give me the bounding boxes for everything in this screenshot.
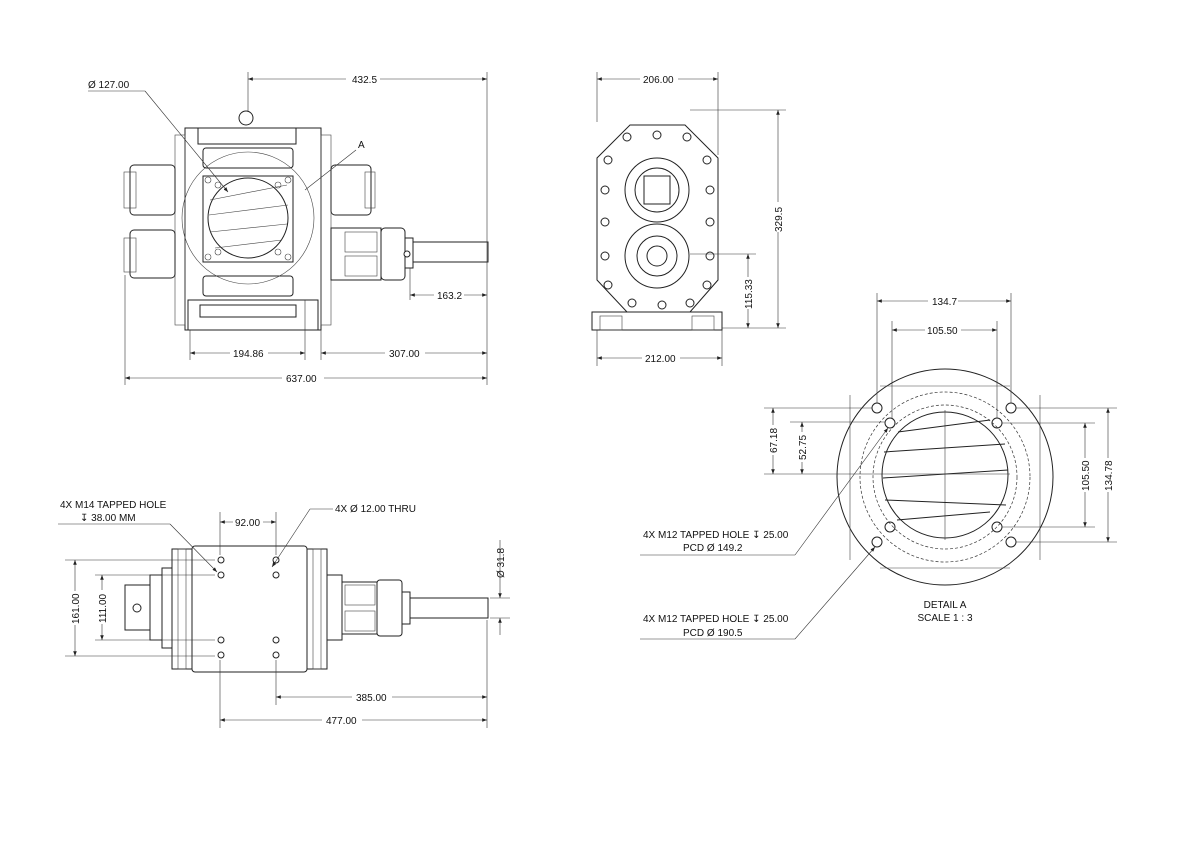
note-m12-pcd149-line1: 4X M12 TAPPED HOLE ↧ 25.00 [643, 530, 789, 541]
dim-115-33: 115.33 [744, 279, 755, 309]
bottom-view: 4X M14 TAPPED HOLE ↧ 38.00 MM 4X Ø 12.00… [58, 500, 510, 728]
dim-163-2: 163.2 [437, 291, 462, 302]
dim-134-7: 134.7 [932, 297, 957, 308]
dim-329-5: 329.5 [774, 207, 785, 232]
dim-67-18: 67.18 [769, 428, 780, 453]
dim-105-50-vertical: 105.50 [1081, 460, 1092, 491]
drive-shaft [412, 241, 489, 263]
dim-637: 637.00 [286, 374, 317, 385]
side-housing [596, 124, 719, 313]
note-bore-diameter: Ø 127.00 [88, 80, 130, 91]
dim-105-50-horizontal: 105.50 [927, 326, 958, 337]
dim-307: 307.00 [389, 349, 420, 360]
detail-a-view: 134.7 105.50 67.18 52.75 105.50 134.78 4… [640, 293, 1117, 640]
note-m14-tapped: 4X M14 TAPPED HOLE [60, 500, 167, 511]
side-view: 206.00 329.5 115.33 212.00 [591, 72, 786, 366]
eye-bolt [238, 110, 254, 126]
dim-477: 477.00 [326, 716, 357, 727]
dim-385: 385.00 [356, 693, 387, 704]
dim-161: 161.00 [71, 593, 82, 624]
note-m12-pcd190-line2: PCD Ø 190.5 [683, 628, 743, 639]
note-m12-pcd149-line2: PCD Ø 149.2 [683, 543, 743, 554]
detail-flange-outline [836, 368, 1054, 586]
note-m14-depth: ↧ 38.00 MM [80, 513, 136, 524]
front-view: 432.5 Ø 127.00 A 163.2 194.86 307.00 637… [88, 72, 489, 385]
rotor-opening [207, 177, 289, 259]
detail-a-scale: SCALE 1 : 3 [917, 613, 972, 624]
bottom-shaft [409, 597, 489, 619]
note-thru-holes: 4X Ø 12.00 THRU [335, 504, 416, 515]
bottom-body [191, 545, 308, 673]
note-m12-pcd190-line1: 4X M12 TAPPED HOLE ↧ 25.00 [643, 614, 789, 625]
dim-206: 206.00 [643, 75, 674, 86]
dim-52-75: 52.75 [798, 435, 809, 460]
dim-194-86: 194.86 [233, 349, 264, 360]
detail-a-marker: A [358, 140, 365, 151]
dim-134-78: 134.78 [1104, 460, 1115, 491]
dim-shaft-diameter: Ø 31.8 [496, 548, 507, 578]
detail-a-title: DETAIL A [924, 600, 967, 611]
dim-432-5: 432.5 [352, 75, 377, 86]
dim-92: 92.00 [235, 518, 260, 529]
dim-111: 111.00 [98, 593, 109, 623]
dim-212: 212.00 [645, 354, 676, 365]
